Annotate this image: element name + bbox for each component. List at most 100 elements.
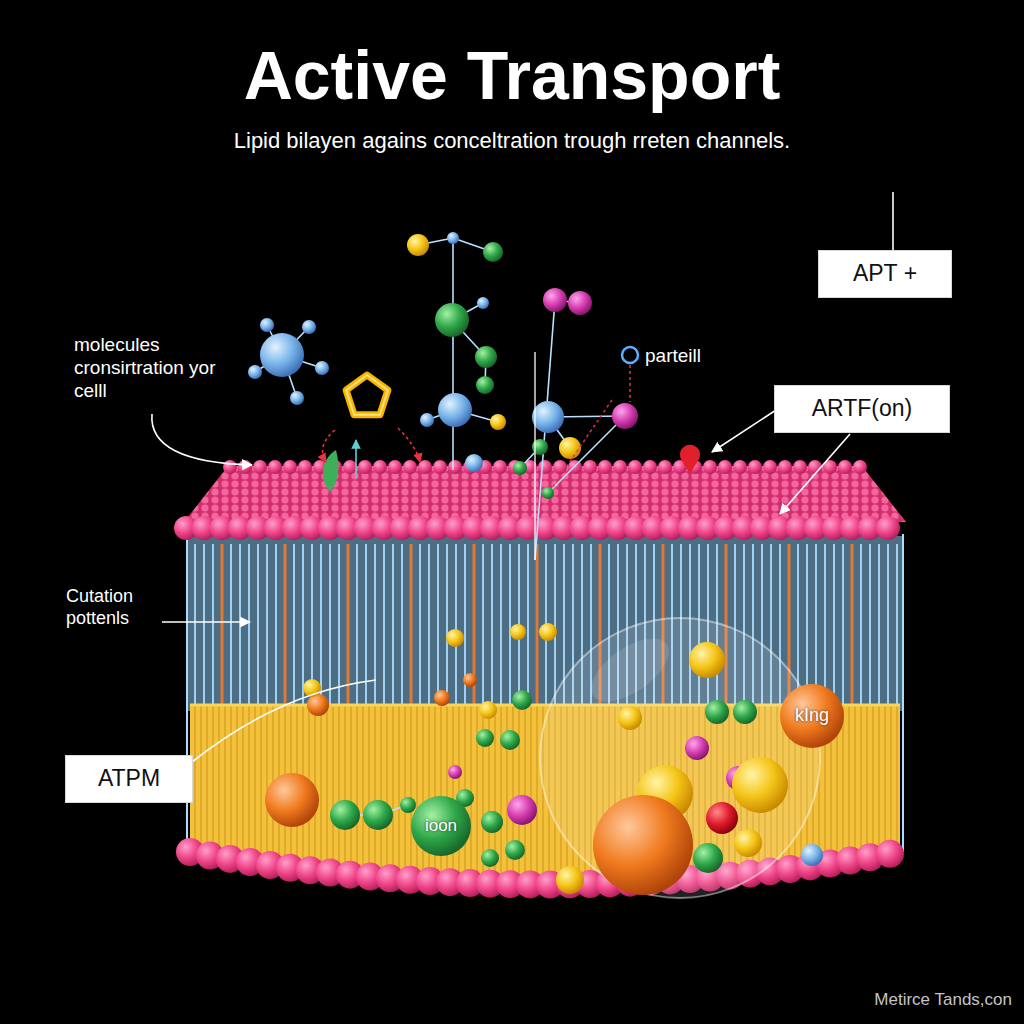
leader-line	[780, 434, 850, 514]
molecule	[260, 333, 304, 377]
lipid-tail	[419, 544, 421, 708]
title: Active Transport	[0, 36, 1024, 114]
particle-icon	[622, 347, 638, 363]
lipid-head	[703, 460, 717, 474]
lipid-head	[643, 460, 657, 474]
lipid-head	[583, 460, 597, 474]
molecule	[732, 757, 788, 813]
bond	[452, 238, 454, 470]
lipid-tail	[194, 544, 196, 708]
molecule	[705, 700, 729, 724]
lipid-head	[853, 460, 867, 474]
label-box: APT +	[818, 250, 952, 298]
molecule	[479, 701, 497, 719]
lipid-head	[268, 460, 282, 474]
leader-line	[162, 621, 250, 623]
lipid-tail	[275, 544, 277, 708]
ring-molecule	[346, 375, 388, 415]
molecule	[593, 795, 693, 895]
molecule	[543, 288, 567, 312]
lipid-tail	[815, 544, 817, 708]
lipid-tail	[239, 544, 241, 708]
lipid-tail	[293, 544, 295, 708]
molecule	[475, 346, 497, 368]
lipid-tail	[365, 544, 367, 708]
molecule	[307, 694, 329, 716]
lipid-tail	[212, 544, 214, 708]
molecule	[539, 623, 557, 641]
lipid-tail	[437, 544, 439, 708]
ion-sphere: kIng	[779, 683, 845, 749]
molecule	[290, 391, 304, 405]
lipid-tail	[896, 544, 898, 708]
molecule	[510, 624, 526, 640]
lipid-tail	[392, 544, 394, 708]
label-box: ATPM	[65, 755, 193, 803]
lipid-tail	[320, 544, 322, 708]
lipid-head	[403, 460, 417, 474]
lipid-head	[808, 460, 822, 474]
molecule	[734, 829, 762, 857]
lipid-tail	[482, 544, 484, 708]
lipid-tail	[860, 544, 862, 708]
molecule	[435, 303, 469, 337]
lipid-head	[538, 460, 552, 474]
molecule	[438, 393, 472, 427]
leader-line	[892, 192, 894, 252]
molecule	[801, 844, 823, 866]
lipid-tail	[203, 544, 205, 708]
lipid-head	[658, 460, 672, 474]
lipid-head	[628, 460, 642, 474]
molecule	[420, 413, 434, 427]
lipid-tail	[329, 544, 331, 708]
molecule	[481, 849, 499, 867]
molecule	[505, 840, 525, 860]
molecule	[465, 454, 483, 472]
lipid-head	[748, 460, 762, 474]
lipid-tail	[878, 544, 880, 708]
node-text: ATPM	[98, 765, 160, 793]
ion-sphere: ioon	[410, 795, 472, 857]
molecule	[500, 730, 520, 750]
lipid-tail	[446, 544, 448, 708]
lipid-tail	[401, 544, 403, 708]
lipid-tail	[284, 544, 287, 708]
lipid-head	[418, 460, 432, 474]
motion-arrow	[552, 400, 612, 488]
pin-marker	[680, 445, 700, 474]
molecule	[446, 629, 464, 647]
lipid-head	[553, 460, 567, 474]
molecule	[568, 291, 592, 315]
lipid-head	[718, 460, 732, 474]
lipid-head	[493, 460, 507, 474]
lipid-tail	[338, 544, 340, 708]
lipid-tail	[302, 544, 304, 708]
molecule	[476, 376, 494, 394]
leader-line	[712, 410, 776, 452]
molecule-bonds	[255, 238, 625, 815]
lipid-tail	[455, 544, 457, 708]
molecule	[363, 800, 393, 830]
molecule	[400, 797, 416, 813]
lipid-tail	[842, 544, 844, 708]
molecule	[330, 800, 360, 830]
lipid-tail	[248, 544, 250, 708]
lipid-tail	[500, 544, 502, 708]
lipid-tail	[824, 544, 826, 708]
molecule	[302, 320, 316, 334]
callout-label: Cutation pottenls	[66, 586, 162, 630]
leader-line	[152, 414, 252, 465]
lipid-head	[433, 460, 447, 474]
lipid-head	[343, 460, 357, 474]
molecule	[476, 729, 494, 747]
molecule	[556, 866, 584, 894]
lipid-tail	[257, 544, 259, 708]
lipid-heads	[176, 838, 904, 898]
molecule	[481, 811, 503, 833]
molecule	[448, 765, 462, 779]
molecule	[693, 843, 723, 873]
membrane-side	[186, 534, 188, 852]
lipid-tail	[230, 544, 232, 708]
lipid-head	[733, 460, 747, 474]
vesicle	[540, 618, 820, 898]
